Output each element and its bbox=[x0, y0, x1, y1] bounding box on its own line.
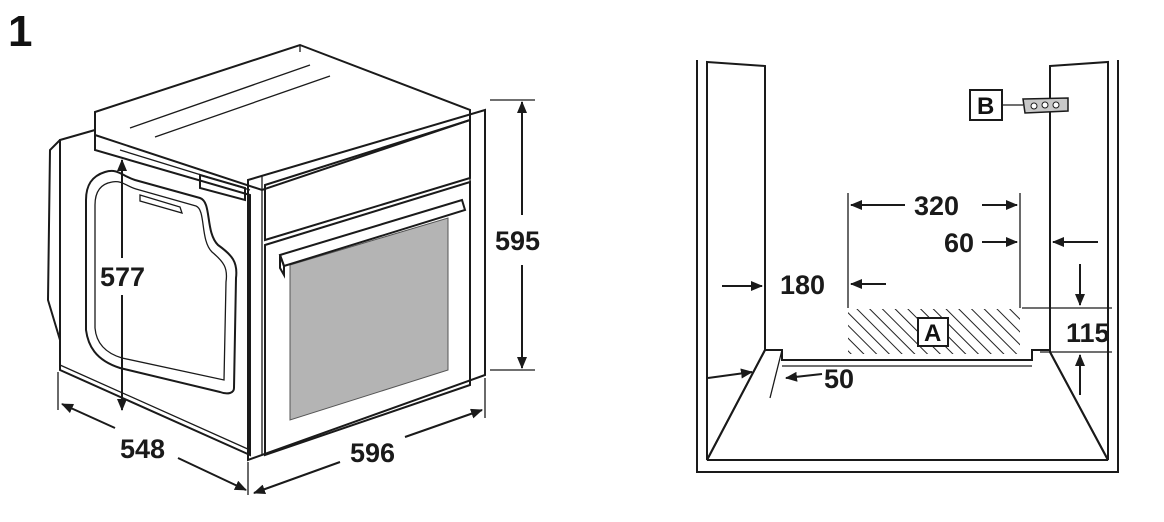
label-b-box bbox=[969, 89, 1003, 121]
oven-left-side bbox=[59, 128, 251, 457]
oven-front-frame bbox=[247, 108, 486, 462]
dim-50: 50 bbox=[824, 364, 854, 394]
oven-door-glass bbox=[264, 180, 471, 457]
mounting-bracket-icon bbox=[1022, 97, 1069, 114]
oven-control-panel bbox=[264, 118, 471, 242]
dim-320: 320 bbox=[914, 191, 959, 221]
dim-60: 60 bbox=[944, 228, 974, 258]
label-a-box bbox=[917, 317, 949, 347]
dim-height-595: 595 bbox=[495, 226, 540, 256]
oven-door-window bbox=[289, 217, 449, 421]
cabinet-floor-shelf bbox=[765, 349, 1050, 361]
cabinet-cutout-view: A 320 60 180 115 50 B bbox=[696, 60, 1119, 473]
dim-180: 180 bbox=[780, 270, 825, 300]
side-recess-outline bbox=[85, 170, 238, 395]
left-side-panel bbox=[706, 60, 766, 461]
label-a: A bbox=[924, 320, 941, 347]
oven-rear-housing bbox=[94, 43, 471, 192]
dim-115: 115 bbox=[1066, 318, 1110, 348]
right-side-panel bbox=[1049, 60, 1109, 461]
label-b: B bbox=[977, 93, 994, 120]
oven-isometric-view: 595 577 548 596 bbox=[46, 43, 540, 495]
dim-inner-height-577: 577 bbox=[100, 262, 145, 292]
dim-depth-548: 548 bbox=[120, 434, 165, 464]
dim-width-596: 596 bbox=[350, 438, 395, 468]
figure-number: 1 bbox=[8, 7, 32, 56]
